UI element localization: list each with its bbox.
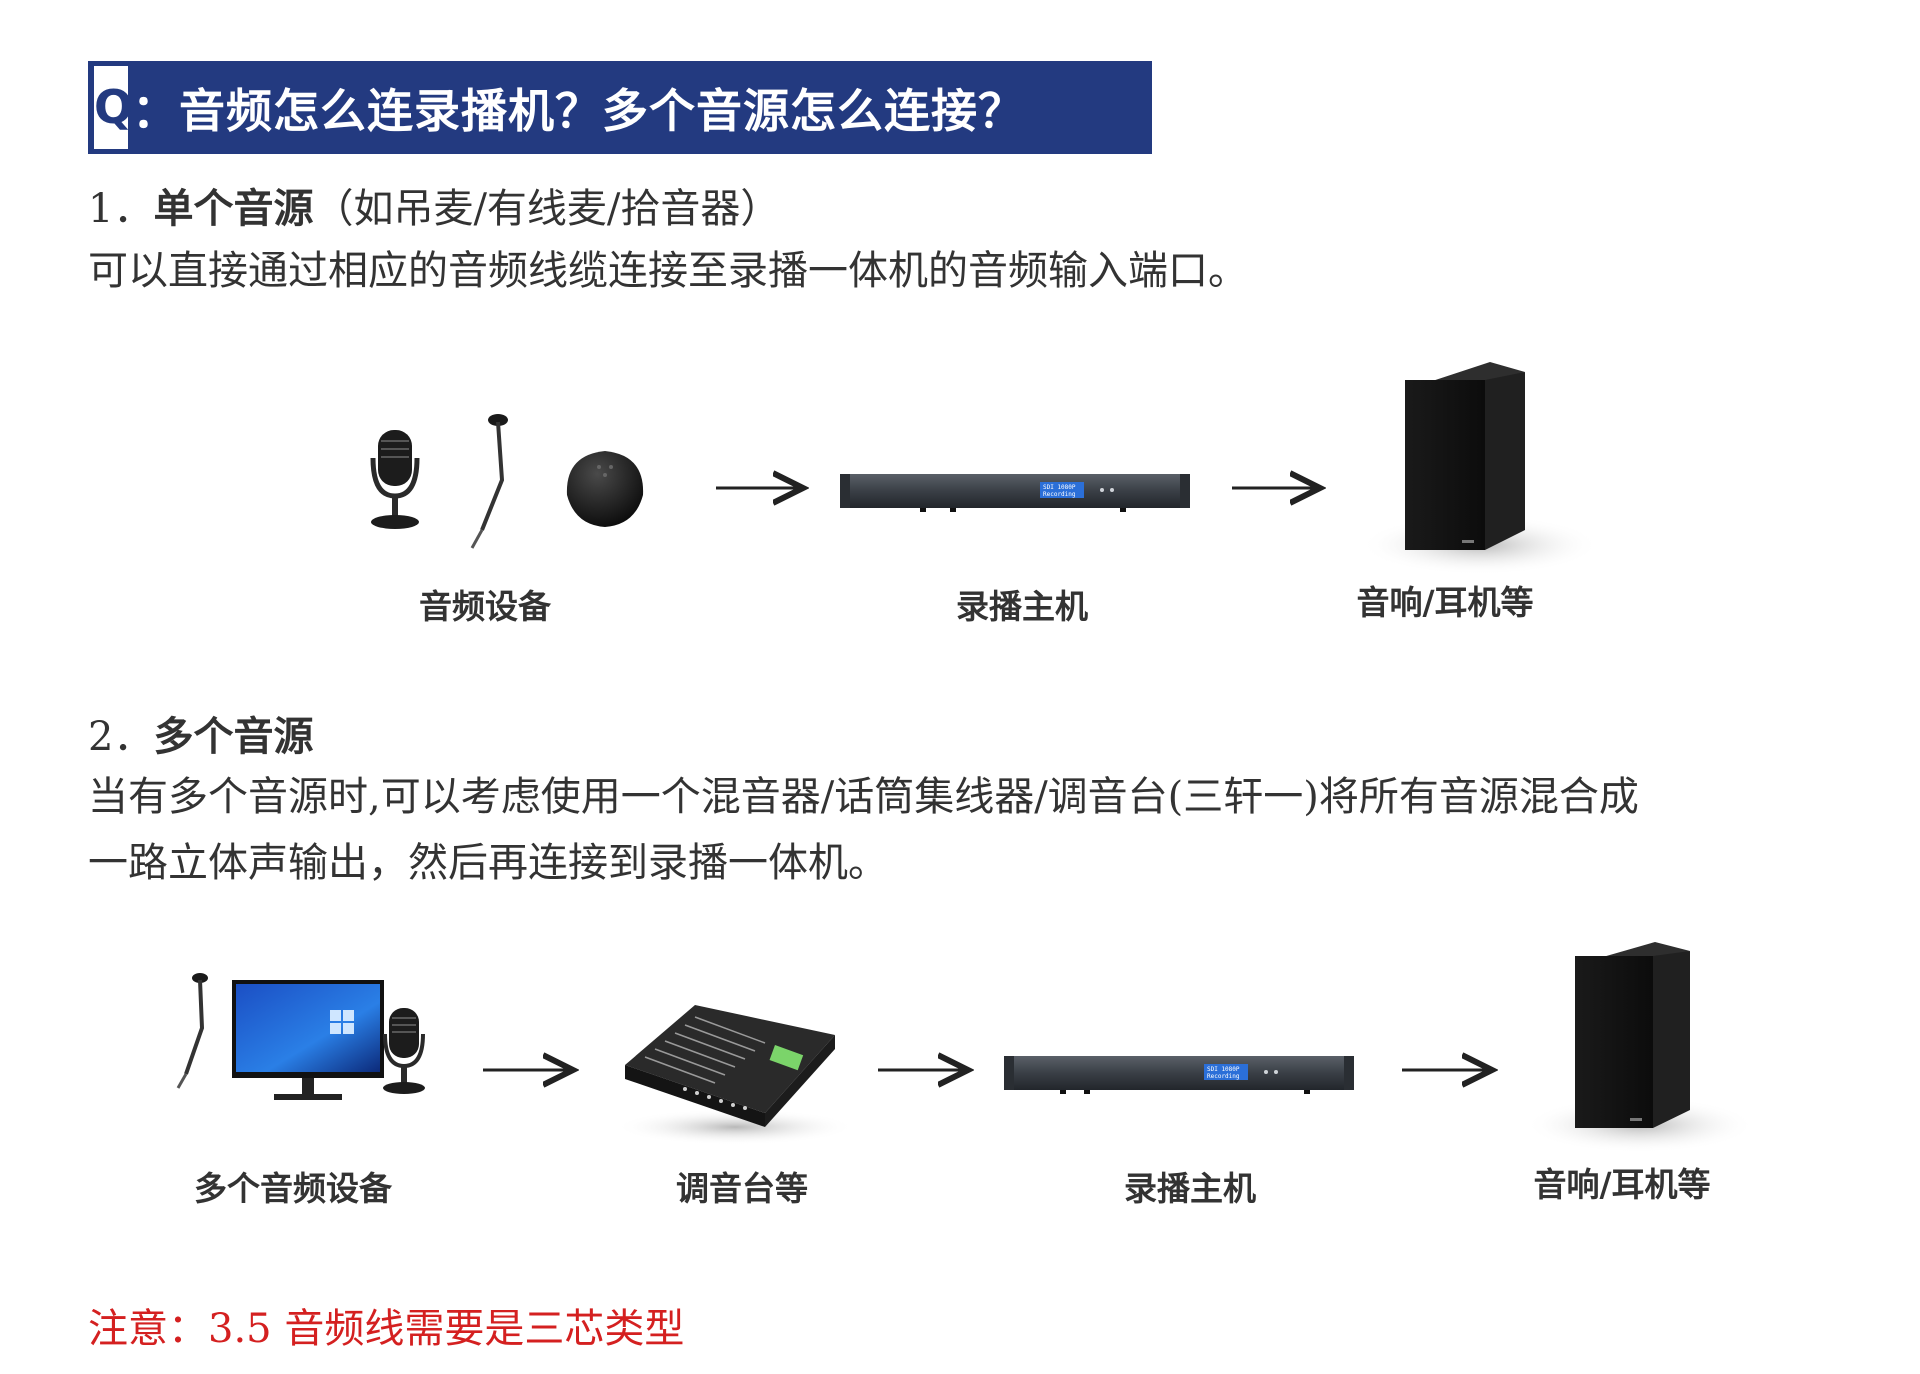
section1-number: 1． [88, 186, 154, 232]
banner-title: ：音频怎么连录播机？多个音源怎么连接？ [132, 83, 1025, 138]
studio-microphone-icon [383, 1008, 425, 1094]
speaker-cabinet-icon [1360, 362, 1600, 575]
section1-body: 可以直接通过相应的音频线缆连接至录播一体机的音频输入端口。 [88, 248, 1248, 294]
diagram1-label-speakers: 音响/耳机等 [1356, 583, 1533, 622]
section2-body: 当有多个音源时,可以考虑使用一个混音器/话筒集线器/调音台(三轩一)将所有音源混… [88, 764, 1868, 896]
section2-heading: 2．多个音源 [88, 704, 313, 762]
diagram1-label-audio-devices: 音频设备 [419, 587, 552, 626]
diagram2-label-mixer: 调音台等 [676, 1169, 808, 1208]
diagram2: SDI 1080P Recording 多个音频设备 调音台等 录播主机 音响/… [176, 942, 1755, 1208]
svg-text:SDI 1080P: SDI 1080P [1043, 484, 1076, 491]
diagram1: SDI 1080P Recording 音频设备 录播主机 音响/耳机等 [370, 362, 1600, 626]
diagram2-label-multiple-devices: 多个音频设备 [194, 1169, 393, 1208]
audio-mixer-icon [615, 1005, 855, 1145]
note-text: 注意：3.5 音频线需要是三芯类型 [88, 1306, 685, 1352]
svg-text:Recording: Recording [1043, 491, 1076, 498]
rack-recorder-icon: SDI 1080P Recording [840, 474, 1190, 512]
hanging-microphone-icon [176, 973, 208, 1089]
svg-text:Recording: Recording [1207, 1073, 1240, 1080]
studio-microphone-icon [370, 430, 420, 529]
section2-number: 2． [88, 714, 154, 760]
section2-body-line1: 当有多个音源时,可以考虑使用一个混音器/话筒集线器/调音台(三轩一)将所有音源混… [88, 774, 1639, 820]
rack-recorder-icon: SDI 1080P Recording [1004, 1056, 1354, 1094]
svg-text:SDI 1080P: SDI 1080P [1207, 1066, 1240, 1073]
diagram2-label-speakers: 音响/耳机等 [1533, 1165, 1710, 1204]
banner-q-mark: Q [94, 66, 133, 149]
section2-body-line2: 一路立体声输出，然后再连接到录播一体机。 [88, 840, 888, 886]
speaker-cabinet-icon [1525, 942, 1755, 1153]
section2-title: 多个音源 [153, 714, 314, 760]
diagram1-label-recorder: 录播主机 [956, 587, 1088, 626]
pickup-speakerphone-icon [566, 451, 644, 527]
section1-subtitle: （如吊麦/有线麦/拾音器） [313, 186, 781, 232]
desktop-monitor-icon [232, 980, 384, 1100]
title-banner: Q ：音频怎么连录播机？多个音源怎么连接？ [88, 61, 1152, 154]
hanging-microphone-icon [470, 414, 508, 549]
diagram2-label-recorder: 录播主机 [1124, 1169, 1256, 1208]
section1-title: 单个音源 [153, 186, 314, 232]
section1-heading: 1．单个音源（如吊麦/有线麦/拾音器） [88, 176, 780, 234]
